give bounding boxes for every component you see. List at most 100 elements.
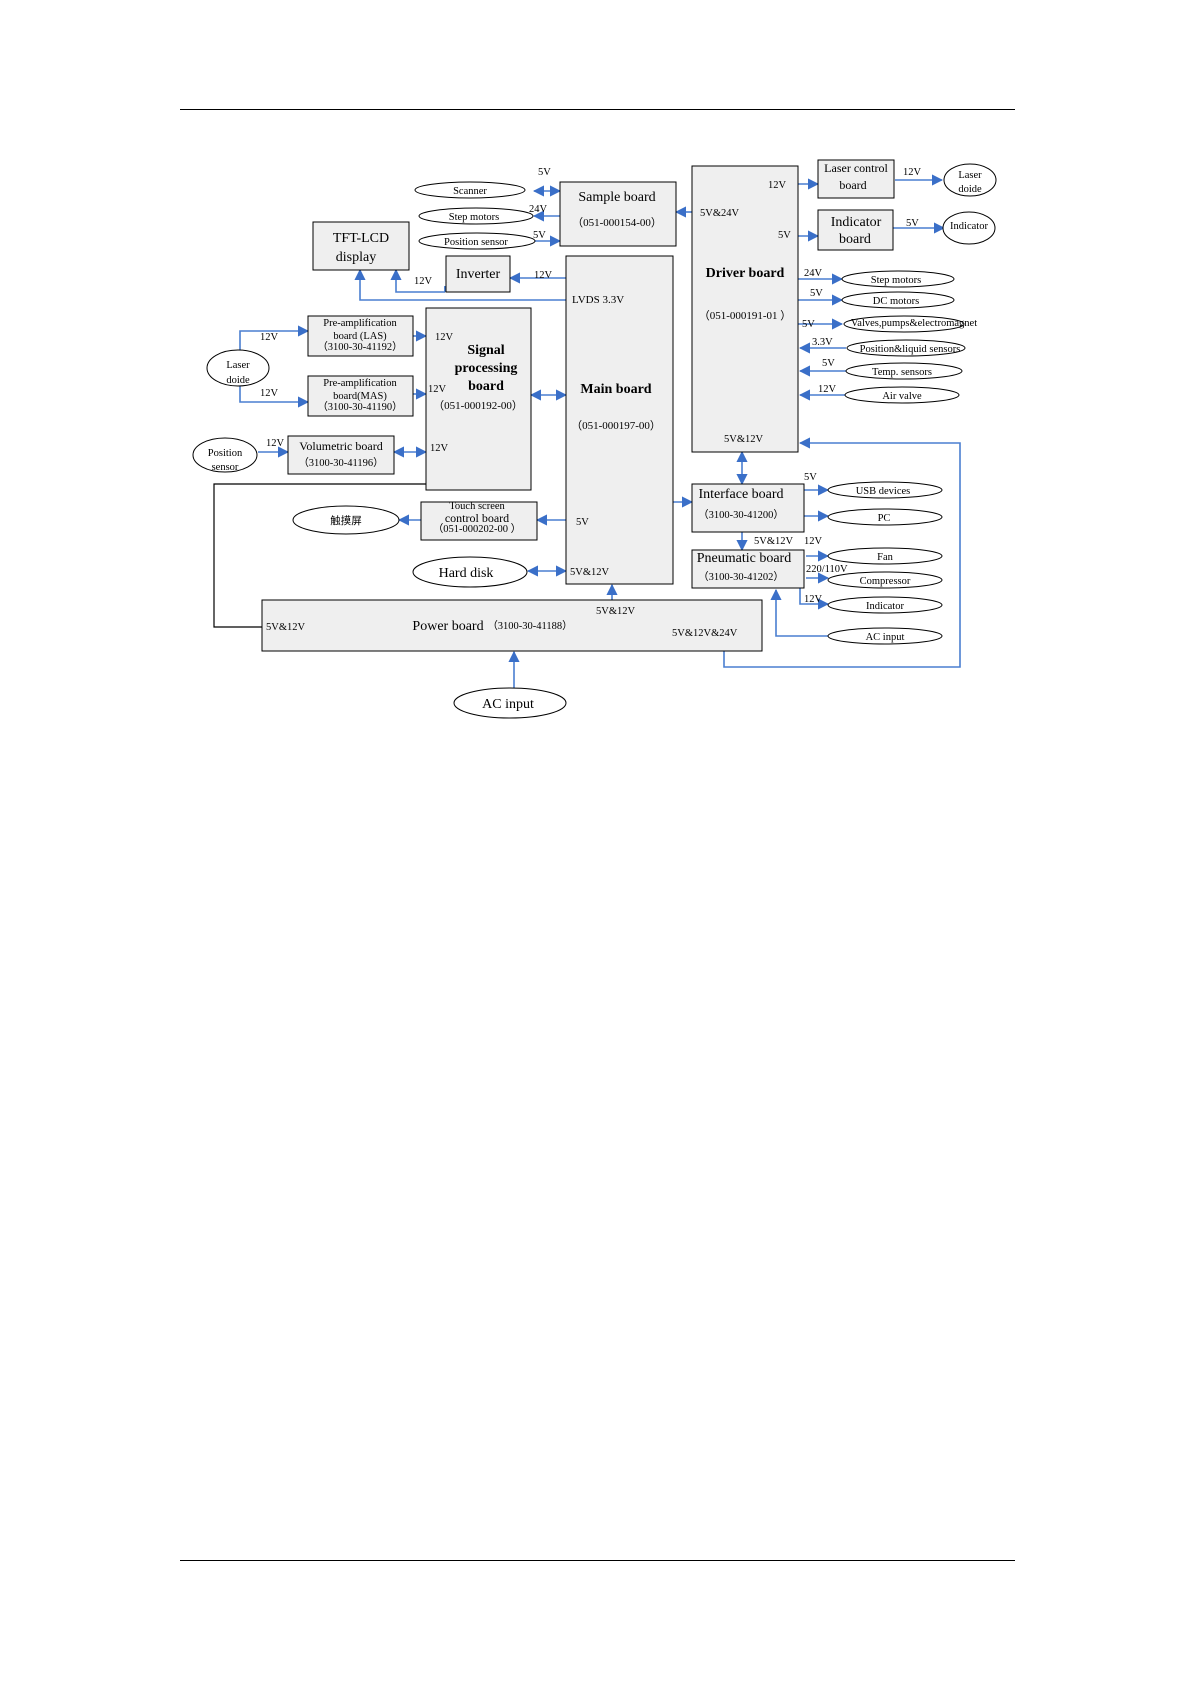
svg-text:TFT-LCD: TFT-LCD [333,231,389,246]
voltage-label: 5V&24V [700,208,740,219]
preamp-board-mas[interactable]: Pre-amplification board(MAS) （3100-30-41… [307,375,414,417]
air-valve[interactable]: Air valve [844,386,960,404]
svg-text:control board: control board [445,511,509,525]
svg-text:（3100-30-41202）: （3100-30-41202） [698,571,784,583]
power-board[interactable]: Power board （3100-30-41188） [261,599,763,652]
svg-text:Pre-amplification: Pre-amplification [323,318,397,329]
svg-text:doide: doide [226,375,250,386]
svg-text:board: board [468,379,504,394]
indicator-right[interactable]: Indicator [942,211,996,245]
svg-text:USB devices: USB devices [856,486,911,497]
svg-text:AC input: AC input [482,697,534,712]
voltage-label: 12V [804,536,823,547]
svg-text:Volumetric board: Volumetric board [299,439,382,453]
svg-text:Interface board: Interface board [698,487,783,502]
svg-text:Temp. sensors: Temp. sensors [872,367,932,378]
svg-text:PC: PC [878,513,891,524]
voltage-labels: 5V 24V 5V 5V&24V 12V 12V 5V 5V 12V 12V L… [260,167,922,639]
interface-board[interactable]: Interface board （3100-30-41200） [691,483,805,533]
indicator-board[interactable]: Indicator board [817,209,894,251]
voltage-label: 12V [260,388,279,399]
svg-text:doide: doide [958,184,982,195]
svg-text:board (LAS): board (LAS) [333,331,387,342]
scanner[interactable]: Scanner [414,181,526,199]
voltage-label: 5V&12V [754,536,794,547]
voltage-label: 5V [804,472,817,483]
inverter[interactable]: Inverter [445,255,511,293]
voltage-label: 3.3V [812,337,833,348]
indicator-pneumatic[interactable]: Indicator [827,596,943,614]
svg-text:Scanner: Scanner [453,186,487,197]
tft-lcd-display[interactable]: TFT-LCD display [312,221,410,271]
svg-text:processing: processing [455,361,518,376]
svg-text:Pneumatic board: Pneumatic board [697,551,791,566]
pc[interactable]: PC [827,508,943,526]
svg-text:（3100-30-41196）: （3100-30-41196） [298,457,383,469]
svg-text:Pre-amplification: Pre-amplification [323,378,397,389]
main-board[interactable]: Main board （051-000197-00） [565,255,674,585]
voltage-label: 12V [266,438,285,449]
svg-text:display: display [336,250,376,265]
touch-screen-control-board[interactable]: Touch screen control board （051-000202-0… [420,501,538,541]
position-sensor-sample[interactable]: Position sensor [418,232,536,250]
voltage-label: 5V&12V [570,567,610,578]
valves-pumps-electromagnet[interactable]: Valves,pumps&electromagnet [843,315,977,333]
svg-text:Inverter: Inverter [456,267,501,282]
laser-diode-left[interactable]: Laser doide [206,349,270,387]
hard-disk[interactable]: Hard disk [412,556,528,588]
voltage-label: 5V [802,319,815,330]
svg-text:Indicator: Indicator [950,221,988,232]
svg-text:Indicator: Indicator [866,601,904,612]
temp-sensors[interactable]: Temp. sensors [845,362,963,380]
ac-input-main[interactable]: AC input [453,687,567,719]
dc-motors[interactable]: DC motors [841,291,955,309]
compressor[interactable]: Compressor [827,571,943,589]
signal-processing-board[interactable]: Signal processing board （051-000192-00） [425,307,532,491]
svg-text:Hard disk: Hard disk [439,566,494,581]
svg-text:board: board [839,232,871,247]
laser-diode-right[interactable]: Laser doide [943,163,997,197]
svg-text:Laser: Laser [958,170,982,181]
voltage-label: LVDS 3.3V [572,294,624,306]
voltage-label: 5V [778,230,791,241]
voltage-label: 12V [903,167,922,178]
svg-text:Main board: Main board [580,382,651,397]
position-liquid-sensors[interactable]: Position&liquid sensors [846,339,966,357]
position-sensor-left[interactable]: Position sensor [192,437,258,473]
laser-control-board[interactable]: Laser control board [817,159,895,199]
svg-text:（051-000202-00 ）: （051-000202-00 ） [433,523,521,535]
voltage-label: 12V [435,332,454,343]
svg-text:Driver board: Driver board [706,266,785,281]
voltage-label: 12V [260,332,279,343]
svg-text:Laser control: Laser control [824,161,888,175]
svg-text:Compressor: Compressor [860,576,911,587]
svg-text:Valves,pumps&electromagnet: Valves,pumps&electromagnet [851,318,977,329]
svg-text:（051-000192-00）: （051-000192-00） [433,399,523,412]
voltage-label: 220/110V [806,564,848,575]
step-motors-right[interactable]: Step motors [841,270,955,288]
pneumatic-board[interactable]: Pneumatic board （3100-30-41202） [691,549,805,589]
voltage-label: 5V&12V [724,434,764,445]
svg-text:Position sensor: Position sensor [444,237,508,248]
sample-board[interactable]: Sample board （051-000154-00） [559,181,677,247]
svg-text:Fan: Fan [877,552,894,563]
voltage-label: 5V [576,517,589,528]
connectors [213,174,961,688]
touch-screen[interactable]: 触摸屏 [292,505,400,535]
voltage-label: 12V [534,270,553,281]
top-rule [180,109,1015,110]
ac-input-pneumatic[interactable]: AC input [827,627,943,645]
fan[interactable]: Fan [827,547,943,565]
svg-text:Indicator: Indicator [831,215,882,230]
system-block-diagram: Sample board （051-000154-00） TFT-LCD dis… [192,159,997,719]
usb-devices[interactable]: USB devices [827,481,943,499]
voltage-label: 12V [768,180,787,191]
volumetric-board[interactable]: Volumetric board （3100-30-41196） [287,435,395,475]
svg-text:Sample board: Sample board [578,190,655,205]
svg-text:（3100-30-41192）: （3100-30-41192） [317,341,402,353]
svg-text:（3100-30-41200）: （3100-30-41200） [698,509,784,521]
driver-board[interactable]: Driver board （051-000191-01 ） [691,165,799,453]
step-motors-sample[interactable]: Step motors [418,207,534,225]
voltage-label: 5V [822,358,835,369]
preamp-board-las[interactable]: Pre-amplification board (LAS) （3100-30-4… [307,315,414,357]
